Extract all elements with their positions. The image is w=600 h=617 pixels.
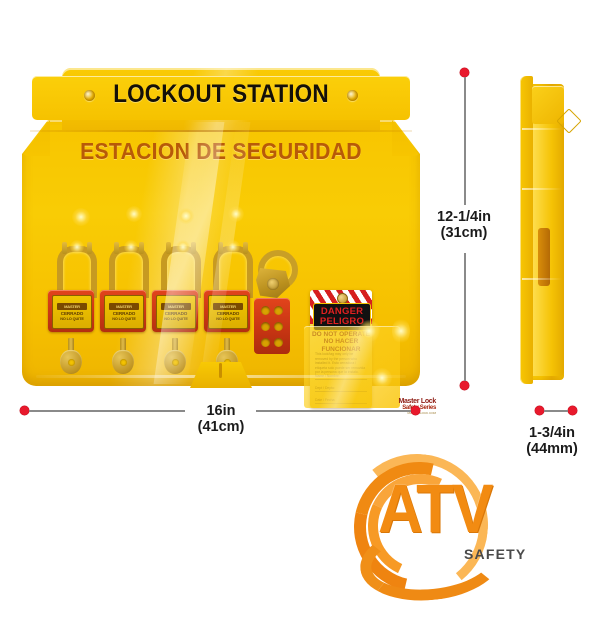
mounting-screw-hole-right	[347, 90, 358, 101]
page-title: LOCKOUT STATION	[113, 80, 329, 108]
height-dim-line-upper	[463, 77, 466, 205]
atv-safety-logo: ATV SAFETY	[329, 437, 532, 617]
key-shaft	[120, 338, 126, 356]
padlock-brand: MASTER	[109, 303, 139, 310]
hasp-hole	[261, 306, 270, 315]
width-value: 16in	[206, 403, 236, 419]
tag-headline-en: DANGER	[320, 306, 364, 318]
padlock-4: MASTER CERRADO NO LO QUITE	[204, 242, 253, 374]
key-shaft	[172, 338, 178, 356]
side-profile-front-lip	[520, 76, 533, 384]
padlock-label: MASTER CERRADO NO LO QUITE	[208, 295, 248, 329]
lockout-station-side-view	[512, 68, 582, 386]
depth-dim-marker-right	[568, 406, 577, 415]
padlock-label-line1: CERRADO	[164, 311, 188, 316]
side-profile-rail	[522, 128, 562, 130]
height-dim-marker-top	[460, 68, 469, 77]
brand-line-3: MASTERLOCK.COM	[407, 411, 436, 415]
padlock-label-line2: NO LO QUITE	[216, 317, 240, 321]
padlock-brand: MASTER	[213, 303, 243, 310]
tag-holder-pocket	[304, 326, 400, 408]
hasp-hole	[261, 338, 270, 347]
depth-metric: (44mm)	[526, 441, 578, 458]
tag-headline-es: PELIGRO	[319, 316, 365, 327]
height-dim-marker-bottom	[460, 381, 469, 390]
width-dim-marker-right	[411, 406, 420, 415]
padlock-label: MASTER CERRADO NO LO QUITE	[52, 295, 92, 329]
key-shaft	[224, 338, 230, 356]
padlock-label-line1: CERRADO	[60, 311, 84, 316]
side-profile-rail	[522, 278, 562, 280]
side-profile-top-cap	[532, 86, 582, 134]
height-value: 12-1/4in	[437, 209, 491, 225]
padlock-body: MASTER CERRADO NO LO QUITE	[48, 290, 94, 332]
key-head	[60, 350, 82, 374]
padlock-key	[112, 338, 134, 374]
key-hole	[120, 359, 127, 366]
hasp-hole	[274, 338, 283, 347]
key-head	[112, 350, 134, 374]
side-profile-rail	[522, 188, 562, 190]
hasp-jaw	[254, 250, 298, 306]
width-dim-marker-left	[20, 406, 29, 415]
width-metric: (41cm)	[197, 419, 245, 436]
padlock-key	[164, 338, 186, 374]
padlock-label-line2: NO LO QUITE	[60, 317, 84, 321]
padlock-label-line2: NO LO QUITE	[164, 317, 188, 321]
station-latch-slot	[219, 363, 222, 378]
key-hole	[68, 359, 75, 366]
padlock-label: MASTER CERRADO NO LO QUITE	[104, 295, 144, 329]
hasp-hole	[261, 322, 270, 331]
padlock-label-line1: CERRADO	[112, 311, 136, 316]
width-dim-line-left	[29, 409, 185, 412]
hasp-hole	[274, 306, 283, 315]
master-lock-brandmark: Master Lock Safety Series MASTERLOCK.COM	[374, 398, 436, 415]
product-image-canvas: LOCKOUT STATION ESTACION DE SEGURIDAD MA…	[20, 68, 598, 617]
depth-dim-line	[544, 409, 568, 412]
depth-value: 1-3/4in	[529, 425, 575, 441]
height-metric: (31cm)	[440, 225, 488, 242]
hasp-body	[254, 298, 290, 354]
tag-holder-gloss	[304, 326, 400, 408]
hasp-hole	[274, 322, 283, 331]
side-profile-latch	[538, 228, 550, 286]
height-dim-label: 12-1/4in (31cm)	[418, 209, 510, 241]
padlock-label: MASTER CERRADO NO LO QUITE	[156, 295, 196, 329]
padlock-3: MASTER CERRADO NO LO QUITE	[152, 242, 201, 374]
width-dim-label: 16in (41cm)	[178, 403, 264, 435]
padlock-1: MASTER CERRADO NO LO QUITE	[48, 242, 97, 374]
padlock-body: MASTER CERRADO NO LO QUITE	[100, 290, 146, 332]
key-head	[164, 350, 186, 374]
lockout-station-front-view: LOCKOUT STATION ESTACION DE SEGURIDAD MA…	[22, 68, 436, 415]
padlock-brand: MASTER	[57, 303, 87, 310]
hasp-pivot	[267, 278, 279, 290]
padlock-label-line2: NO LO QUITE	[112, 317, 136, 321]
padlock-2: MASTER CERRADO NO LO QUITE	[100, 242, 149, 374]
height-dim-line-lower	[463, 253, 466, 381]
lockout-hasp	[250, 250, 298, 368]
padlock-key	[60, 338, 82, 374]
key-shaft	[68, 338, 74, 356]
logo-wordmark: ATV	[378, 471, 493, 548]
key-hole	[172, 359, 179, 366]
logo-subtitle: SAFETY	[464, 546, 527, 562]
title-divider	[30, 130, 412, 132]
padlock-body: MASTER CERRADO NO LO QUITE	[204, 290, 250, 332]
depth-dim-marker-left	[535, 406, 544, 415]
brand-line-1: Master Lock	[398, 398, 436, 405]
depth-dim-label: 1-3/4in (44mm)	[506, 425, 598, 457]
padlock-body: MASTER CERRADO NO LO QUITE	[152, 290, 198, 332]
padlock-label-line1: CERRADO	[216, 311, 240, 316]
width-dim-line-right	[256, 409, 411, 412]
page-subtitle-spanish: ESTACION DE SEGURIDAD	[80, 138, 362, 164]
mounting-screw-hole-left	[84, 90, 95, 101]
padlock-brand: MASTER	[161, 303, 191, 310]
